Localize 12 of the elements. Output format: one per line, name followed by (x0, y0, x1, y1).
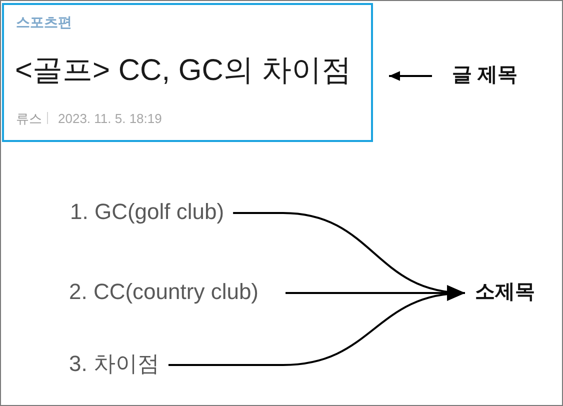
post-header-card (2, 3, 373, 142)
post-date: 2023. 11. 5. 18:19 (58, 111, 162, 126)
arrow (168, 286, 466, 366)
list-item: 2. CC(country club) (69, 279, 259, 305)
list-item: 3. 차이점 (69, 351, 160, 377)
annotation-label: 글 제목 (452, 63, 518, 87)
arrow (389, 71, 432, 81)
post-title: <골프> CC, GC의 차이점 (15, 53, 352, 89)
author-name: 류스 (16, 111, 42, 126)
annotation-label: 소제목 (475, 280, 535, 304)
list-item: 1. GC(golf club) (70, 199, 224, 225)
category-label: 스포츠편 (16, 14, 72, 31)
